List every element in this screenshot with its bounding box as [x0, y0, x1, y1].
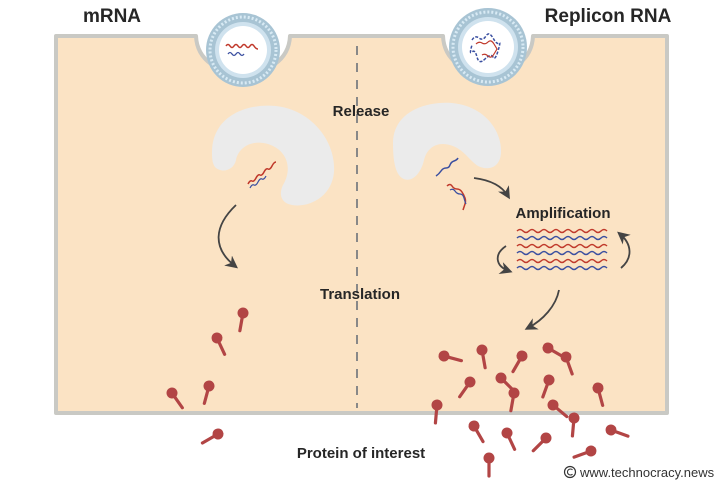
replicon-label: Replicon RNA — [545, 6, 672, 27]
copyright-icon — [563, 465, 577, 479]
replicon-endosome — [393, 102, 502, 180]
replicon-proteins — [431, 342, 630, 478]
replicon-vesicle — [449, 8, 527, 86]
cycle-arrow-left — [496, 245, 513, 274]
cycle-arrow-right — [617, 231, 631, 269]
cell-body — [54, 34, 669, 415]
amplified-rna — [516, 228, 608, 271]
mrna-label: mRNA — [83, 6, 141, 27]
replicon-amplify-arrow — [473, 177, 510, 200]
mrna-strand — [247, 161, 277, 189]
watermark-text: www.technocracy.news — [579, 465, 715, 480]
replicon-translation-arrow — [524, 289, 560, 330]
mrna-endosome — [212, 105, 335, 206]
protein-label: Protein of interest — [297, 445, 425, 462]
release-label: Release — [333, 103, 390, 120]
watermark: www.technocracy.news — [563, 465, 715, 480]
mrna-vesicle — [206, 13, 280, 87]
translation-label: Translation — [320, 286, 400, 303]
mrna-proteins — [166, 307, 249, 445]
replicon-strand — [435, 157, 467, 211]
amplification-label: Amplification — [515, 205, 610, 222]
mrna-translation-arrow — [217, 204, 238, 269]
